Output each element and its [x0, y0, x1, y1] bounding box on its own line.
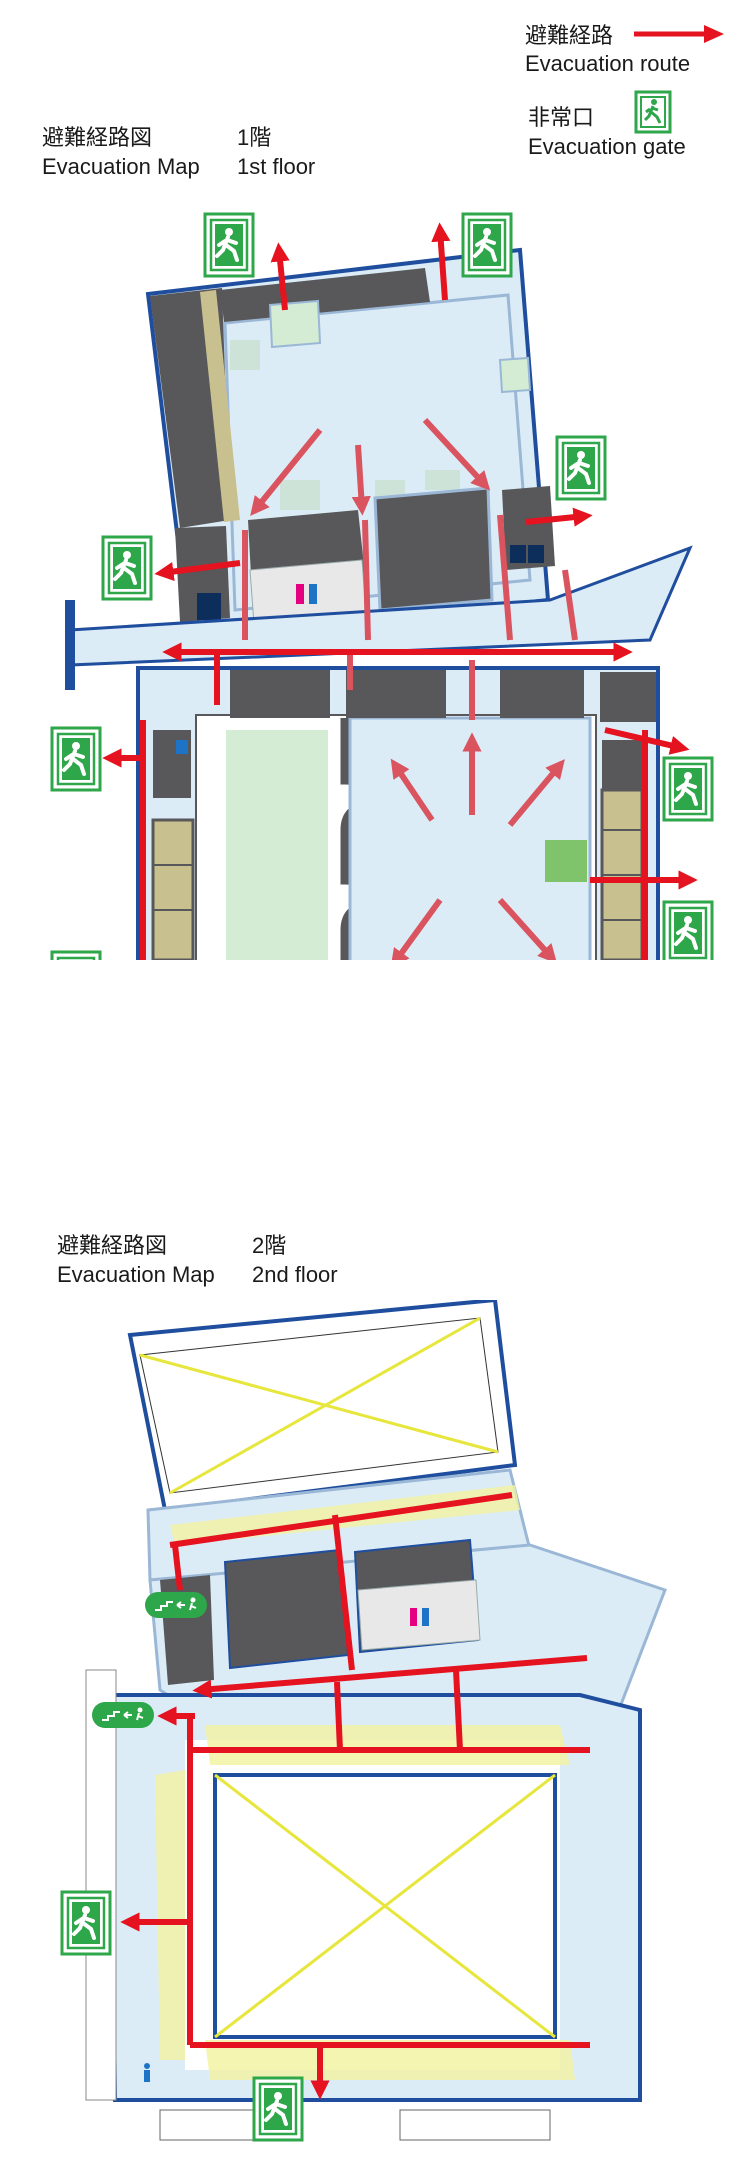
floor1-evacuation-routes: [102, 222, 698, 960]
exit-sign-icon: [252, 2076, 304, 2142]
floor1-title-ja: 避難経路図: [42, 125, 153, 150]
exit-sign-icon: [203, 212, 255, 278]
floor2-floor-en: 2nd floor: [252, 1262, 338, 1287]
stair-exit-sign-icon: [144, 1591, 208, 1619]
lower-hall: [136, 666, 660, 960]
upper-hall: [145, 247, 555, 643]
floor2-map: [60, 1300, 667, 2142]
stair-exit-sign-icon: [91, 1701, 155, 1729]
lower-hall-2f: [85, 1669, 642, 2141]
legend-route-arrow-icon: [634, 25, 724, 43]
legend-route-ja: 避難経路: [525, 23, 614, 48]
floor2-evacuation-routes: [120, 1492, 590, 2100]
floor2-title-ja: 避難経路図: [57, 1233, 168, 1258]
exit-sign-icon: [662, 756, 714, 822]
exit-sign-icon: [50, 726, 102, 792]
floor1-title-en: Evacuation Map: [42, 154, 200, 179]
legend-route-en: Evacuation route: [525, 51, 691, 76]
lower-hall-arrows: [347, 650, 565, 960]
floor1-floor-ja: 1階: [237, 125, 272, 150]
exit-sign-icon: [555, 435, 607, 501]
floor1-map: [50, 212, 714, 960]
male-toilet-icon: [309, 584, 317, 604]
legend-exit-sign-icon: [634, 90, 672, 134]
exit-sign-icon: [101, 535, 153, 601]
female-toilet-icon: [296, 584, 304, 604]
floor2-title-en: Evacuation Map: [57, 1262, 215, 1287]
upper-hall-2f: [127, 1300, 518, 1513]
floor2-floor-ja: 2階: [252, 1233, 287, 1258]
exit-sign-icon: [662, 900, 714, 960]
exit-sign-icon: [461, 212, 513, 278]
legend-gate-en: Evacuation gate: [528, 134, 686, 159]
floor1-floor-en: 1st floor: [237, 154, 316, 179]
legend-gate-ja: 非常口: [528, 105, 595, 130]
exit-sign-icon: [50, 950, 102, 960]
upper-hall-arrows: [242, 417, 578, 641]
exit-sign-icon: [60, 1890, 112, 1956]
